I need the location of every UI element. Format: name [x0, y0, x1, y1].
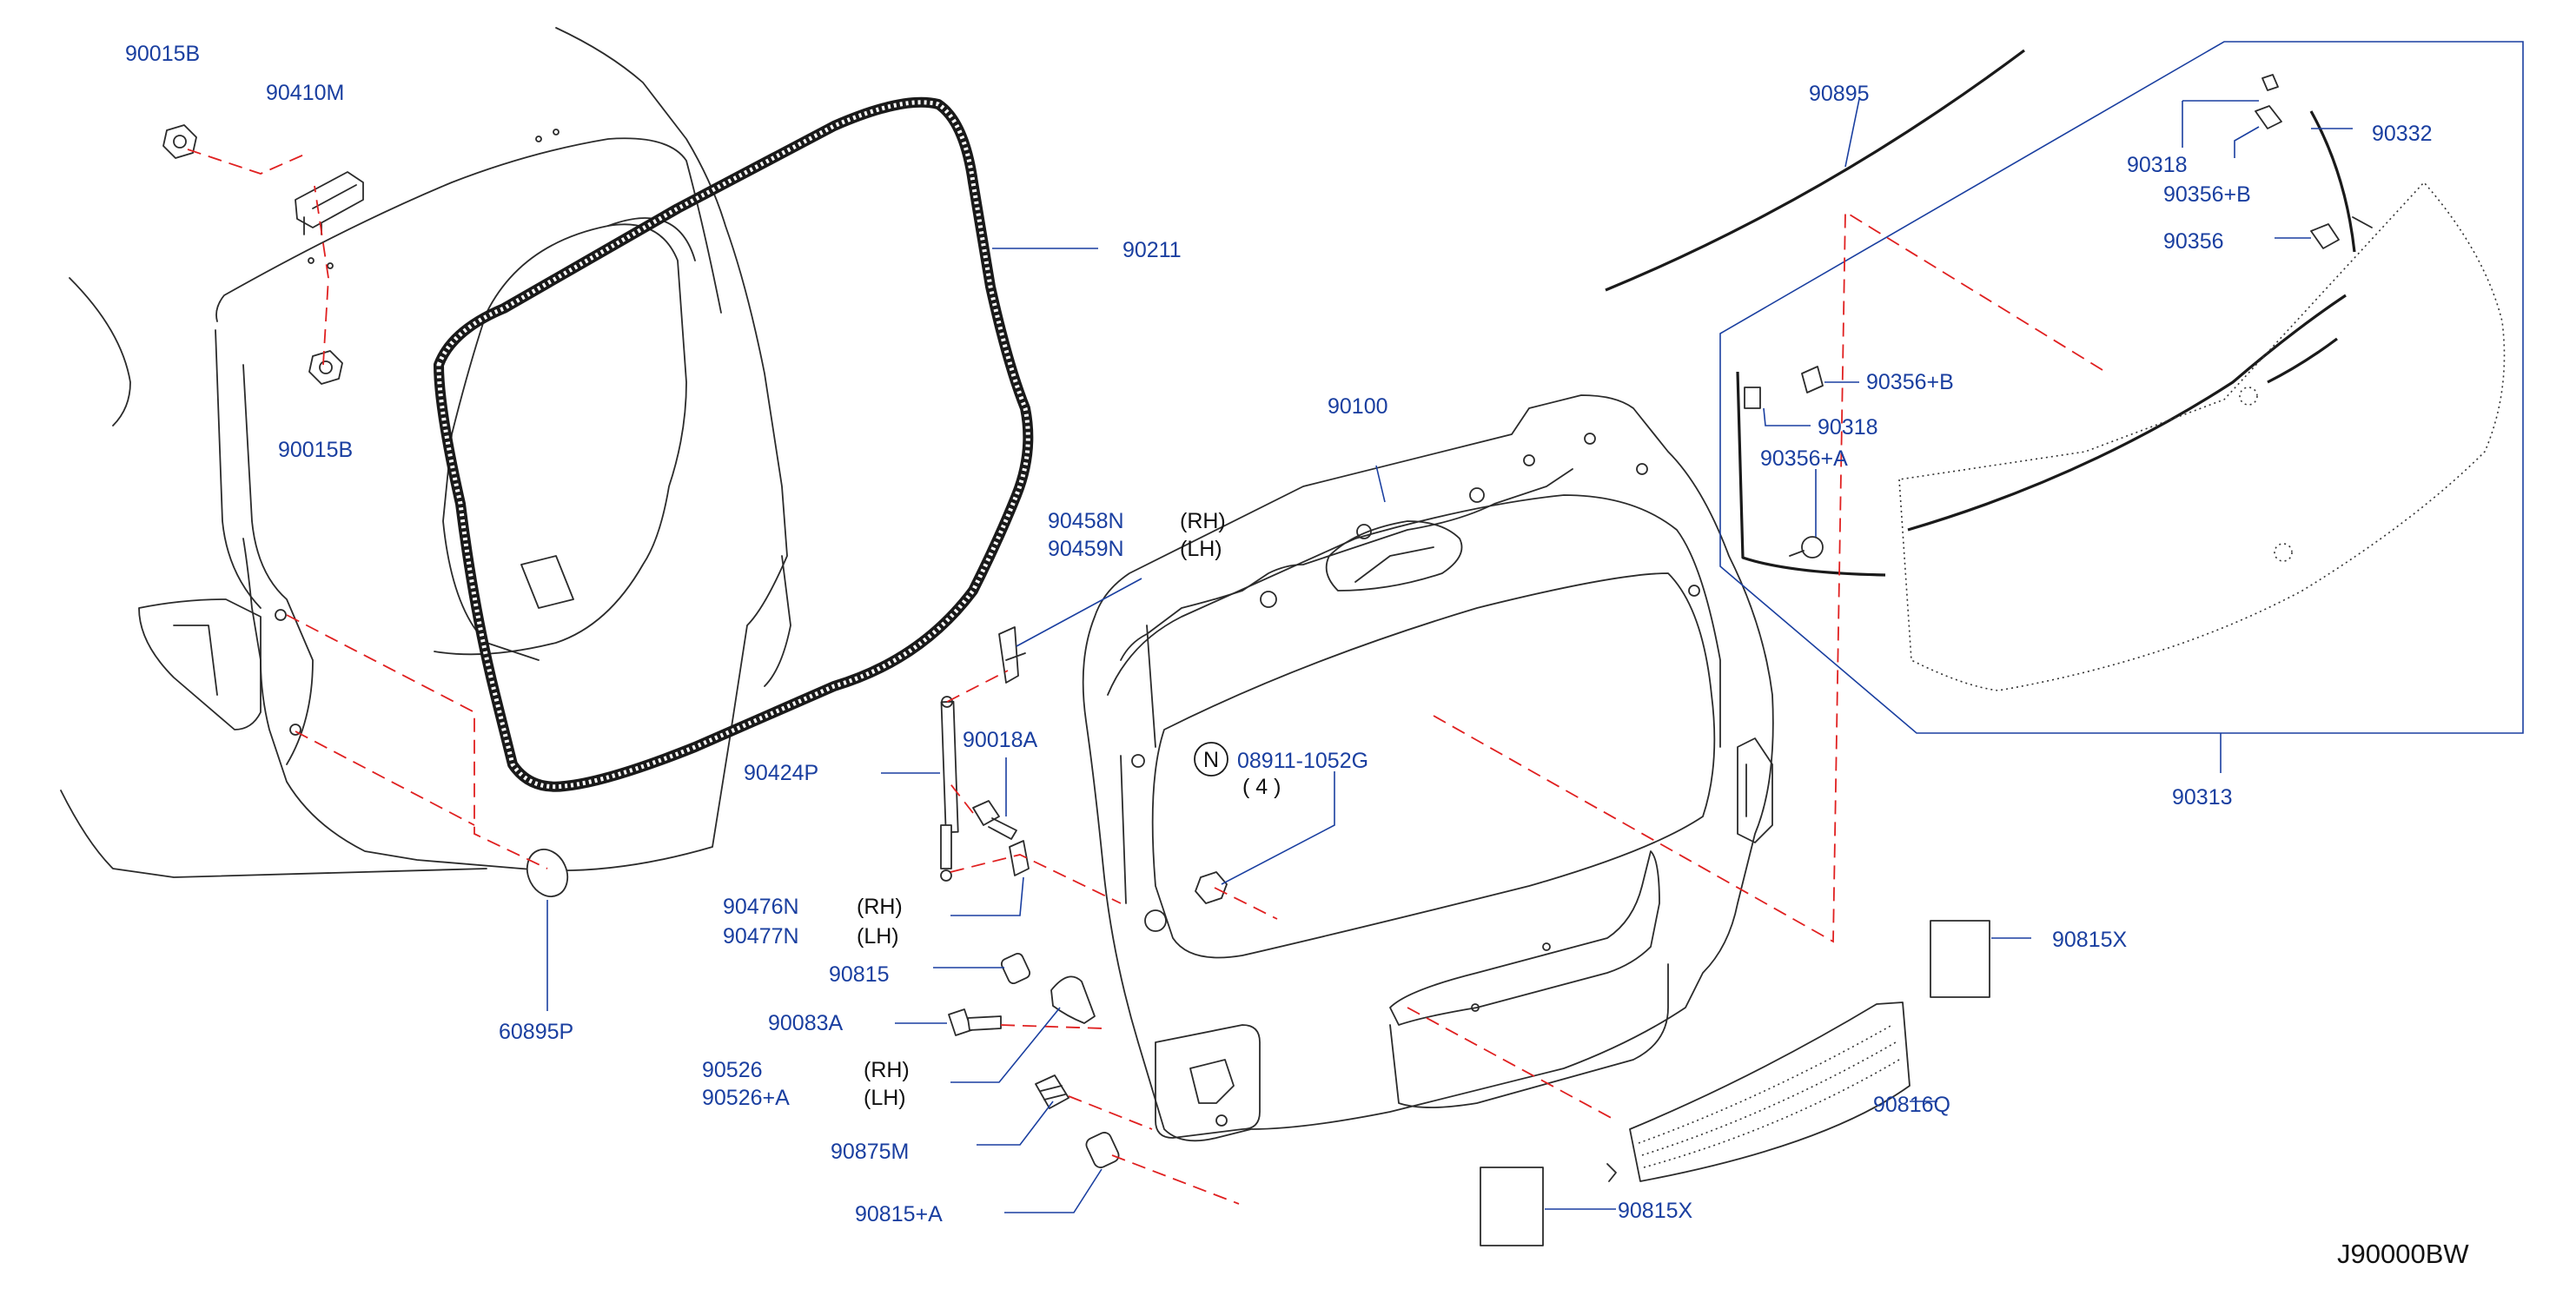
clip-08911-icon: [1195, 871, 1228, 904]
label-90875m: 90875M: [831, 1140, 909, 1164]
label-90410m: 90410M: [266, 81, 344, 105]
label-90318-mid: 90318: [1818, 415, 1878, 440]
label-90476n: 90476N: [723, 895, 799, 919]
label-90083a: 90083A: [768, 1011, 844, 1035]
bracket-90476n-icon: [1009, 840, 1030, 876]
label-90458n: 90458N: [1048, 509, 1124, 533]
body-opening-drawing: [60, 27, 791, 878]
back-door-panel-drawing: [1082, 394, 1774, 1142]
label-90356b-mid: 90356+B: [1866, 370, 1954, 394]
label-90100: 90100: [1328, 394, 1388, 419]
plug-60895p-icon: [526, 849, 569, 897]
label-90356b-top: 90356+B: [2163, 182, 2251, 207]
clip-90356a-icon: [1789, 536, 1824, 559]
label-90526: 90526: [702, 1058, 763, 1082]
label-90526-side: (RH): [864, 1058, 910, 1082]
nut-90015b-top-icon: [162, 124, 197, 159]
label-90815x-right: 90815X: [2052, 928, 2128, 952]
label-90015b-top: 90015B: [125, 42, 200, 66]
hinge-90458n-icon: [998, 626, 1026, 684]
label-90477n-side: (LH): [857, 924, 899, 949]
finisher-90816q-icon: [1606, 1001, 1910, 1182]
bolt-90018a-icon: [972, 800, 1017, 840]
bumper-90815a-icon: [1085, 1132, 1120, 1168]
nut-90015b-bottom-icon: [308, 350, 343, 385]
alignment-dashed-lines: [187, 149, 2103, 1205]
label-90816q: 90816Q: [1873, 1093, 1950, 1117]
clip-90318-mid-icon: [1744, 387, 1761, 409]
label-90526a: 90526+A: [702, 1086, 790, 1110]
label-90459n: 90459N: [1048, 537, 1124, 561]
badge-n-letter: N: [1203, 748, 1219, 772]
part-labels: 90015B 90410M 90015B 90211 60895P 90100 …: [125, 42, 2469, 1269]
pad-90815x-right-icon: [1930, 920, 1990, 998]
label-90526a-side: (LH): [864, 1086, 906, 1110]
label-90477n: 90477N: [723, 924, 799, 949]
label-90424p: 90424P: [744, 761, 818, 785]
pad-90815x-bottom-icon: [1480, 1167, 1544, 1246]
label-90458n-side: (RH): [1180, 509, 1226, 533]
label-90476n-side: (RH): [857, 895, 903, 919]
diagram-code: J90000BW: [2337, 1239, 2469, 1269]
clip-90356b-mid-icon: [1801, 366, 1824, 393]
label-60895p: 60895P: [499, 1020, 573, 1044]
label-90459n-side: (LH): [1180, 537, 1222, 561]
label-08911: 08911-1052G: [1237, 749, 1368, 773]
label-08911-qty: ( 4 ): [1242, 775, 1281, 799]
label-90318-top: 90318: [2127, 153, 2188, 177]
label-90313: 90313: [2172, 785, 2233, 810]
label-90211: 90211: [1122, 238, 1182, 262]
badge-n-icon: N: [1194, 742, 1228, 777]
clip-90356-icon: [2310, 223, 2340, 249]
label-90815: 90815: [829, 962, 890, 987]
clip-90318-top-icon: [2261, 74, 2279, 91]
label-90015b-bottom: 90015B: [278, 438, 353, 462]
stopper-90875m-icon: [1035, 1074, 1069, 1109]
label-90356: 90356: [2163, 229, 2224, 254]
label-90018a: 90018A: [963, 728, 1038, 752]
latch-90410m-icon: [295, 171, 364, 269]
leader-lines: [546, 98, 2353, 1213]
clip-90356b-top-icon: [2255, 105, 2282, 129]
label-90356a: 90356+A: [1760, 446, 1848, 471]
gas-stay-90424p-icon: [940, 696, 959, 882]
bolt-90083a-icon: [948, 1008, 1002, 1036]
bumper-90815-icon: [1000, 952, 1031, 985]
glass-callout-box: [1719, 41, 2524, 734]
label-90895: 90895: [1809, 82, 1870, 106]
striker-90526-icon: [1050, 975, 1096, 1024]
label-90815x-bottom: 90815X: [1618, 1199, 1693, 1223]
glass-assembly-drawing: [1605, 49, 2506, 691]
label-90815a: 90815+A: [855, 1202, 943, 1226]
weatherstrip-seal-drawing: [434, 96, 1034, 792]
label-90332: 90332: [2372, 122, 2433, 146]
